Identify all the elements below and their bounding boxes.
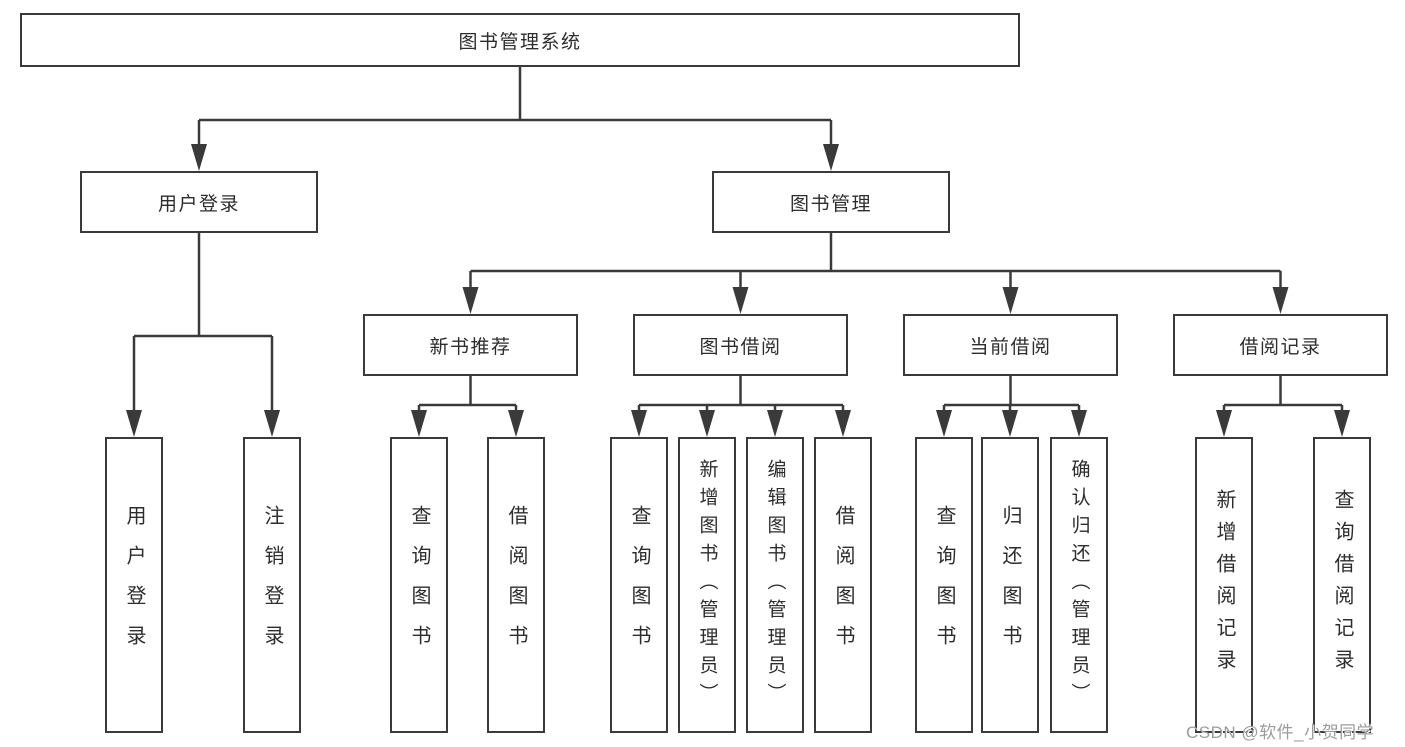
node-current-borrow-label: 当前借阅 [969, 336, 1052, 358]
node-new-books-label: 新书推荐 [429, 336, 512, 358]
leaf-newbooks-query: 查询图书 [390, 437, 448, 733]
leaf-borrow-borrow-label: 借阅图书 [832, 505, 854, 665]
leaf-borrow-add-admin-label: 新增图书（管理员） [696, 459, 718, 711]
leaf-records-query: 查询借阅记录 [1313, 437, 1371, 733]
leaf-current-return: 归还图书 [981, 437, 1039, 733]
leaf-current-confirm-admin-label: 确认归还（管理员） [1068, 459, 1090, 711]
leaf-borrow-query-label: 查询图书 [628, 505, 650, 665]
leaf-newbooks-borrow-label: 借阅图书 [505, 505, 527, 665]
leaf-current-confirm-admin: 确认归还（管理员） [1050, 437, 1108, 733]
node-book-borrow-label: 图书借阅 [699, 336, 782, 358]
leaf-logout-label: 注销登录 [261, 505, 283, 665]
node-new-books: 新书推荐 [363, 314, 578, 376]
leaf-logout: 注销登录 [243, 437, 301, 733]
node-root: 图书管理系统 [20, 13, 1020, 67]
node-borrow-records: 借阅记录 [1173, 314, 1388, 376]
node-root-label: 图书管理系统 [458, 31, 582, 53]
node-borrow-records-label: 借阅记录 [1239, 336, 1322, 358]
leaf-newbooks-borrow: 借阅图书 [487, 437, 545, 733]
leaf-records-add: 新增借阅记录 [1195, 437, 1253, 733]
leaf-current-query-label: 查询图书 [933, 505, 955, 665]
node-user-login-label: 用户登录 [157, 193, 240, 215]
leaf-borrow-query: 查询图书 [610, 437, 668, 733]
leaf-borrow-edit-admin-label: 编辑图书（管理员） [764, 459, 786, 711]
node-book-mgmt: 图书管理 [712, 171, 950, 233]
leaf-records-add-label: 新增借阅记录 [1213, 489, 1235, 681]
leaf-records-query-label: 查询借阅记录 [1331, 489, 1353, 681]
leaf-borrow-add-admin: 新增图书（管理员） [678, 437, 736, 733]
leaf-borrow-edit-admin: 编辑图书（管理员） [746, 437, 804, 733]
node-current-borrow: 当前借阅 [903, 314, 1118, 376]
leaf-user-login-label: 用户登录 [123, 505, 145, 665]
node-user-login: 用户登录 [80, 171, 318, 233]
leaf-newbooks-query-label: 查询图书 [408, 505, 430, 665]
leaf-current-return-label: 归还图书 [999, 505, 1021, 665]
leaf-current-query: 查询图书 [915, 437, 973, 733]
leaf-borrow-borrow: 借阅图书 [814, 437, 872, 733]
node-book-borrow: 图书借阅 [633, 314, 848, 376]
leaf-user-login: 用户登录 [105, 437, 163, 733]
node-book-mgmt-label: 图书管理 [789, 193, 872, 215]
watermark: CSDN @软件_小贺同学 [1186, 723, 1375, 742]
